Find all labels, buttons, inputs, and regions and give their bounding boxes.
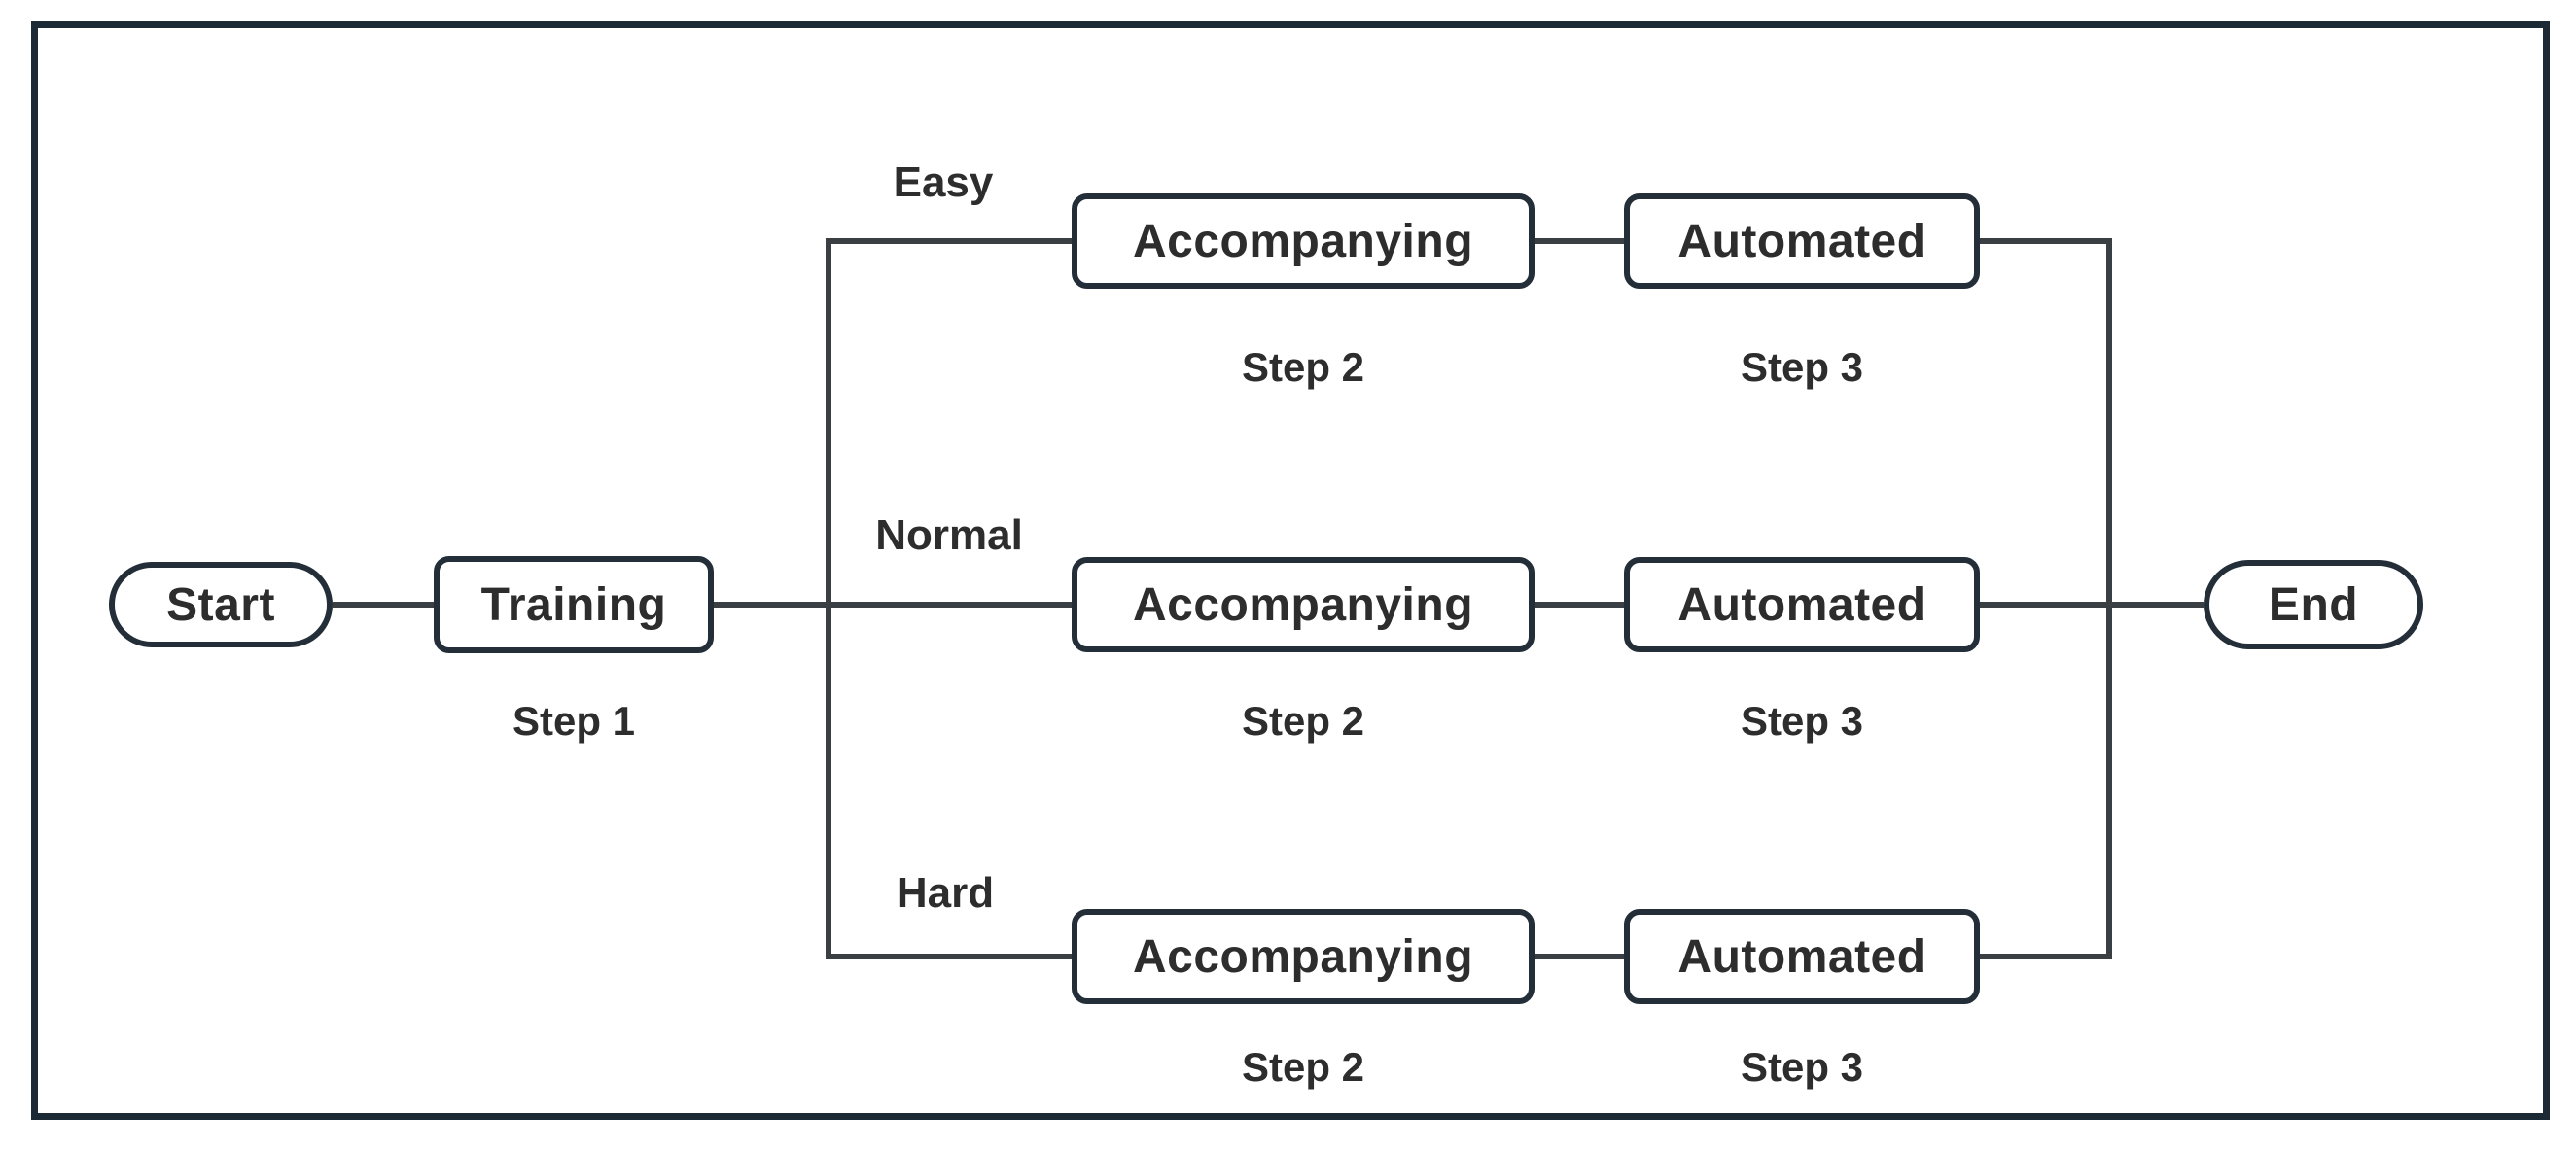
- flow-node-end: End: [2204, 560, 2423, 649]
- step-label-3-easy: Step 3: [1740, 344, 1864, 390]
- connector-training-branch: [714, 602, 1072, 608]
- branch-label-normal: Normal: [875, 511, 1023, 559]
- flow-node-automated-easy: Automated: [1624, 193, 1980, 289]
- connector-automated-merge-hard: [1980, 954, 2112, 959]
- flow-node-automated-normal: Automated: [1624, 557, 1980, 652]
- step-label-2-easy: Step 2: [1241, 344, 1365, 390]
- connector-automated-end-normal: [1980, 602, 2204, 608]
- step-label-3-normal: Step 3: [1740, 698, 1864, 744]
- step-label-2-hard: Step 2: [1241, 1044, 1365, 1090]
- flow-node-start: Start: [109, 562, 333, 647]
- step-label-1: Step 1: [512, 698, 636, 744]
- branch-label-easy: Easy: [893, 158, 994, 206]
- branch-split-line: [826, 238, 831, 959]
- flow-node-automated-hard: Automated: [1624, 909, 1980, 1004]
- branch-label-hard: Hard: [896, 869, 995, 917]
- connector-accompanying-automated-easy: [1535, 238, 1624, 244]
- connector-accompanying-automated-hard: [1535, 954, 1624, 959]
- connector-accompanying-automated-normal: [1535, 602, 1624, 608]
- flow-node-training: Training: [434, 556, 714, 653]
- branch-merge-line: [2106, 238, 2112, 959]
- flow-node-accompanying-hard: Accompanying: [1072, 909, 1535, 1004]
- flow-node-accompanying-easy: Accompanying: [1072, 193, 1535, 289]
- connector-start-training: [333, 602, 434, 608]
- connector-branch-hard: [826, 954, 1072, 959]
- flow-node-accompanying-normal: Accompanying: [1072, 557, 1535, 652]
- step-label-2-normal: Step 2: [1241, 698, 1365, 744]
- step-label-3-hard: Step 3: [1740, 1044, 1864, 1090]
- connector-branch-easy: [826, 238, 1072, 244]
- connector-automated-merge-easy: [1980, 238, 2112, 244]
